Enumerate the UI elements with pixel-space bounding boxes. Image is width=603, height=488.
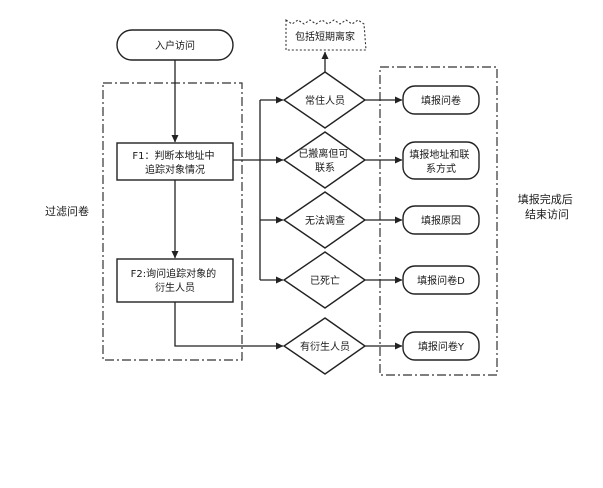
decision-no-survey: 无法调查 [282,191,367,249]
decision-resident: 常住人员 [282,71,367,129]
result-questionnaire-label: 填报问卷 [421,94,461,107]
filter-group-label: 过滤问卷 [45,204,89,218]
result-questionnaire-d-label: 填报问卷D [417,274,465,287]
result-address: 填报地址和联 系方式 [402,141,480,180]
decision-dead-label: 已死亡 [310,274,340,287]
f2-label: F2:询问追踪对象的 衍生人员 [131,267,220,294]
start-label: 入户访问 [155,39,195,52]
result-reason-label: 填报原因 [421,214,461,227]
result-questionnaire-d: 填报问卷D [402,265,480,295]
decision-moved: 已搬离但可 联系 [282,131,367,189]
decision-dead: 已死亡 [282,251,367,309]
result-reason: 填报原因 [402,205,480,235]
note-text: 包括短期离家 [295,30,355,43]
decision-moved-label: 已搬离但可 联系 [298,147,351,174]
edge-f2-derived [174,302,284,350]
filter-group-box [102,82,243,361]
f1-label: F1：判断本地址中 追踪对象情况 [132,149,217,176]
decision-derived: 有衍生人员 [282,317,367,375]
end-group-box [379,66,498,376]
result-questionnaire-y-label: 填报问卷Y [418,340,465,353]
note-short-absence: 包括短期离家 [285,18,367,51]
result-questionnaire: 填报问卷 [402,85,480,115]
start-node: 入户访问 [116,29,234,61]
decision-resident-label: 常住人员 [305,94,345,107]
decision-no-survey-label: 无法调查 [305,214,345,227]
end-group-label: 填报完成后 结束访问 [518,192,577,221]
result-questionnaire-y: 填报问卷Y [402,331,480,361]
f2-process-node: F2:询问追踪对象的 衍生人员 [116,258,234,303]
f1-process-node: F1：判断本地址中 追踪对象情况 [116,142,234,181]
decision-derived-label: 有衍生人员 [300,340,350,353]
edges [171,51,403,350]
result-address-label: 填报地址和联 系方式 [409,148,472,175]
